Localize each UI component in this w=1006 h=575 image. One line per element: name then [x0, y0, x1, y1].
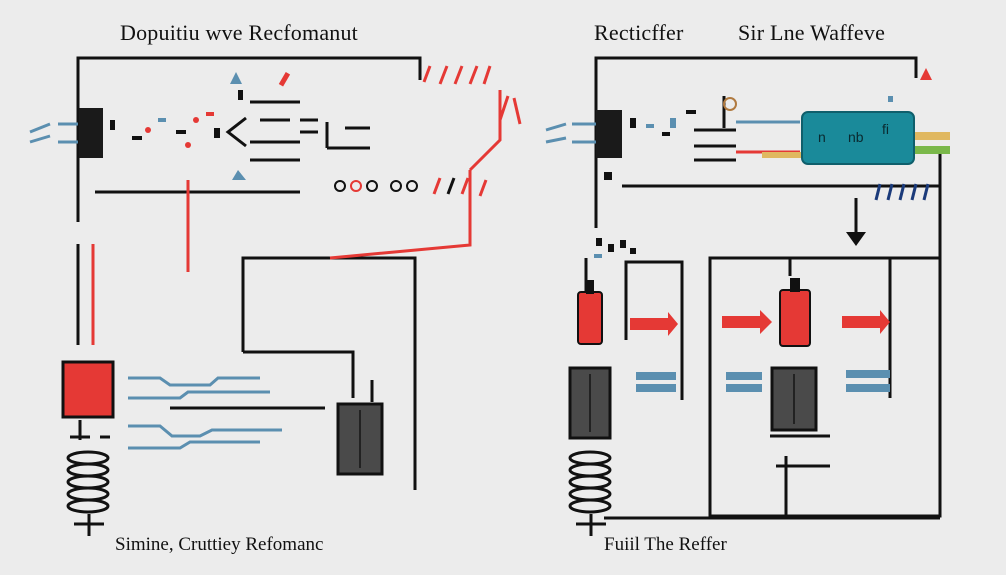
left-waveforms [128, 376, 282, 450]
left-circuit [70, 56, 422, 490]
left-red-battery [61, 360, 115, 419]
right-input-leads [545, 122, 596, 144]
right-red-fuses [577, 278, 811, 347]
right-diagram-title: Recticffer [594, 20, 684, 45]
right-left-box-wire [624, 260, 684, 400]
left-diagram-caption: Simine, Cruttiey Refomanc [115, 534, 324, 555]
left-small-marks [110, 71, 291, 180]
left-resistor-dots [334, 177, 488, 197]
arrow-down-icon [846, 232, 866, 246]
right-transistor [596, 110, 622, 158]
right-dot-cluster [594, 238, 636, 258]
right-diagram-caption: Fuiil The Reffer [604, 534, 727, 555]
right-small-marks [604, 68, 932, 180]
right-red-arrows [630, 310, 890, 336]
right-lower-frame [708, 256, 942, 518]
svg-text:nb: nb [848, 129, 864, 145]
left-transistor [79, 108, 103, 158]
left-top-wire [76, 56, 422, 222]
left-coil-icon [66, 450, 110, 536]
left-inner-wire [243, 350, 355, 398]
left-component-cluster [225, 100, 370, 162]
left-red-wires [91, 90, 502, 345]
right-blue-ticks [874, 183, 930, 201]
ic-module-icon: n nb fi [762, 111, 950, 165]
left-input-leads [29, 122, 78, 144]
left-diagram-title: Dopuitiu wve Recfomanut [120, 20, 358, 45]
right-diagram-subtitle: Sir Lne Waffeve [738, 20, 886, 45]
left-loop-wire [241, 256, 417, 490]
right-coil-icon [568, 450, 612, 536]
svg-text:fi: fi [882, 121, 889, 137]
left-red-bend [329, 170, 472, 260]
left-red-dashes [422, 65, 522, 125]
right-blue-bars [636, 370, 890, 392]
right-component-cluster [694, 96, 800, 162]
svg-text:n: n [818, 129, 826, 145]
